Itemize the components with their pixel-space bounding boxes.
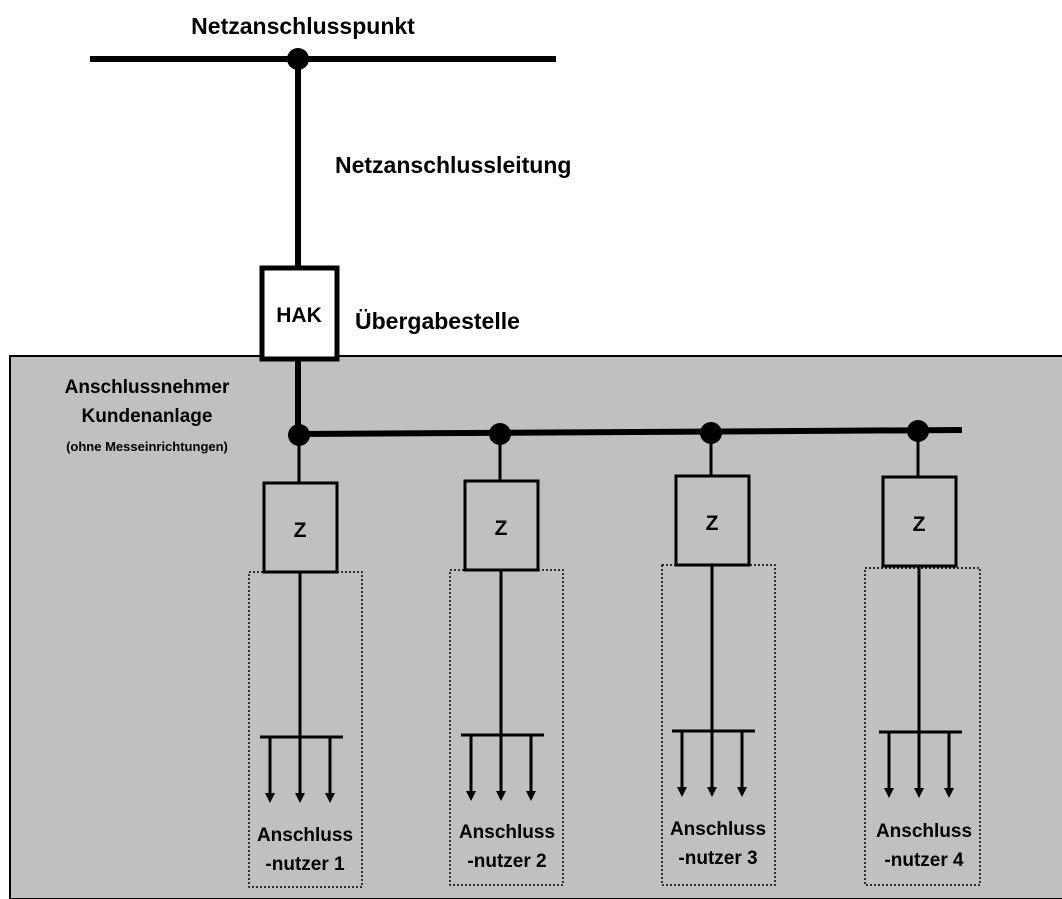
meter-label: Z bbox=[495, 517, 508, 540]
meter-box bbox=[674, 474, 751, 567]
user-frame bbox=[449, 569, 564, 886]
user-frame bbox=[661, 564, 776, 886]
branch-2: Z Anschluss -nutzer 2 bbox=[449, 423, 564, 886]
customer-area-label-1: Anschlussnehmer bbox=[65, 377, 230, 398]
hak-box bbox=[259, 265, 340, 362]
user-label-line2: -nutzer 3 bbox=[678, 848, 757, 869]
meter-label: Z bbox=[294, 519, 307, 542]
hak-label: HAK bbox=[276, 304, 322, 327]
branch-3: Z Anschluss -nutzer 3 bbox=[661, 422, 776, 886]
customer-area bbox=[9, 355, 1062, 899]
meter-box bbox=[881, 475, 958, 568]
branch-4: Z Anschluss -nutzer 4 bbox=[864, 420, 981, 886]
user-frame bbox=[248, 571, 363, 888]
meter-label: Z bbox=[913, 513, 926, 536]
branch-1: Z Anschluss -nutzer 1 bbox=[248, 424, 363, 888]
customer-busbar bbox=[297, 427, 963, 437]
user-label-line2: -nutzer 4 bbox=[884, 850, 964, 871]
customer-area-label-2: Kundenanlage bbox=[82, 406, 213, 427]
user-label-line1: Anschluss bbox=[876, 821, 972, 842]
user-label-line2: -nutzer 2 bbox=[467, 851, 546, 872]
customer-area-label-3: (ohne Messeinrichtungen) bbox=[66, 439, 228, 454]
line-label: Netzanschlussleitung bbox=[335, 152, 571, 178]
meter-box bbox=[262, 481, 339, 574]
title-label: Netzanschlusspunkt bbox=[191, 13, 415, 39]
user-frame bbox=[864, 567, 981, 886]
transfer-label: Übergabestelle bbox=[355, 308, 520, 334]
user-label-line1: Anschluss bbox=[459, 822, 555, 843]
user-label-line1: Anschluss bbox=[670, 819, 766, 840]
meter-label: Z bbox=[706, 512, 719, 535]
user-label-line2: -nutzer 1 bbox=[265, 854, 345, 875]
user-label-line1: Anschluss bbox=[257, 825, 353, 846]
